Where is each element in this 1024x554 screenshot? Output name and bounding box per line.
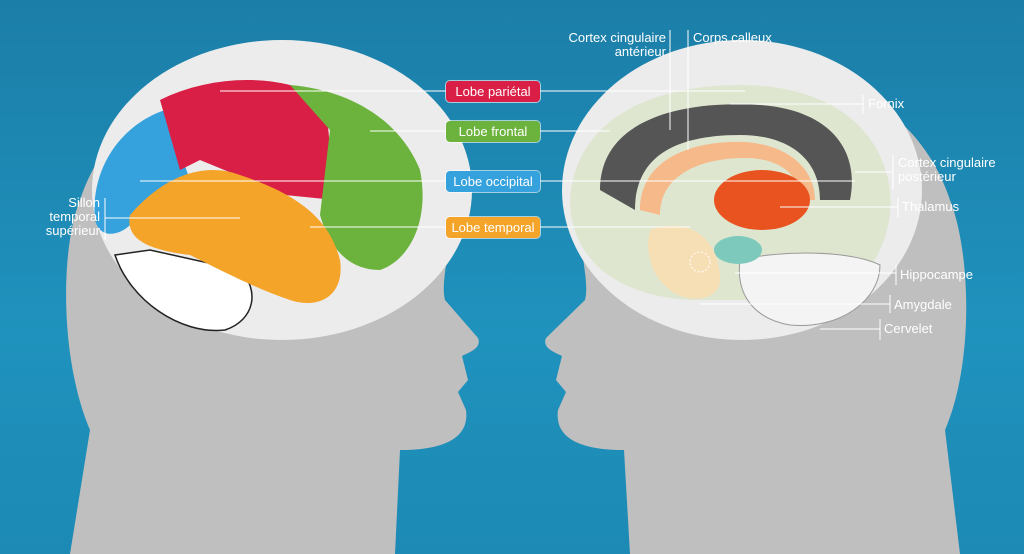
corpus-callosum bbox=[600, 104, 852, 210]
label-line: Sillon bbox=[68, 195, 100, 210]
label-line: Cortex cingulaire bbox=[568, 30, 666, 45]
anterior-cingulate bbox=[640, 141, 815, 215]
thalamus-label: Thalamus bbox=[902, 199, 960, 214]
label-line: antérieur bbox=[614, 44, 666, 59]
lobe-occipital-label: Lobe occipital bbox=[446, 171, 540, 192]
hippocampus-shape bbox=[714, 236, 762, 264]
sillon-temporal-label: Sillon temporal supérieur bbox=[10, 196, 100, 238]
label-line: temporal bbox=[49, 209, 100, 224]
lobe-parietal-label: Lobe pariétal bbox=[446, 81, 540, 102]
cortex-posterieur-label: Cortex cingulaire postérieur bbox=[898, 156, 996, 184]
lobe-temporal-label: Lobe temporal bbox=[446, 217, 540, 238]
temporal-right bbox=[648, 225, 720, 299]
label-line: postérieur bbox=[898, 169, 956, 184]
amygdala-marker bbox=[689, 251, 711, 273]
temporal-lobe-left bbox=[129, 169, 341, 304]
leader-lines bbox=[104, 30, 899, 340]
corps-calleux-label: Corps calleux bbox=[693, 30, 772, 45]
hippocampe-label: Hippocampe bbox=[900, 267, 973, 282]
parietal-lobe-left bbox=[160, 80, 335, 200]
thalamus-shape bbox=[714, 170, 810, 230]
label-line: Cortex cingulaire bbox=[898, 155, 996, 170]
label-line: supérieur bbox=[45, 223, 100, 238]
cortex-anterieur-label: Cortex cingulaire antérieur bbox=[540, 31, 666, 59]
fornix-label: Fornix bbox=[868, 96, 905, 111]
cervelet-label: Cervelet bbox=[884, 321, 933, 336]
lobe-frontal-label: Lobe frontal bbox=[446, 121, 540, 142]
amygdale-label: Amygdale bbox=[894, 297, 952, 312]
